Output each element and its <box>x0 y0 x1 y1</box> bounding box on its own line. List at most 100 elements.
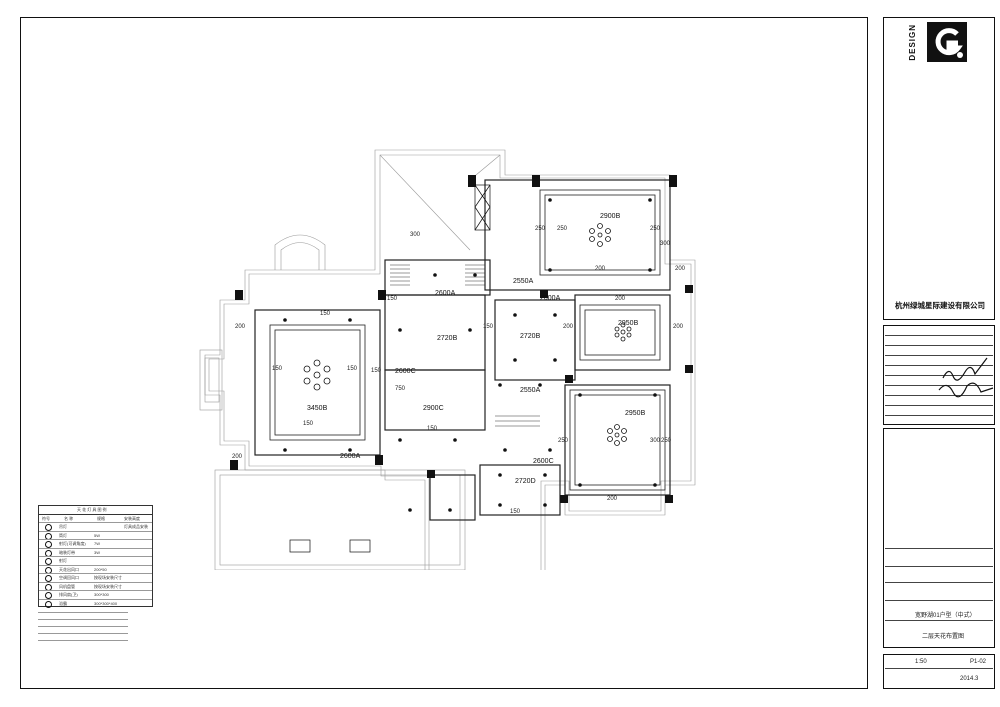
legend-cell: 300*300 <box>94 592 109 597</box>
room-height-label: 2600C <box>395 368 416 375</box>
legend-row-divider <box>39 547 152 549</box>
rule <box>885 668 993 669</box>
svg-text:200: 200 <box>563 324 574 330</box>
room-height-label: 2900B <box>600 213 621 220</box>
svg-text:150: 150 <box>371 368 382 374</box>
legend-cell: 按现场安装尺寸 <box>94 575 122 580</box>
svg-text:250: 250 <box>557 226 568 232</box>
legend-cell: 暗装灯带 <box>59 549 75 555</box>
legend-symbol-icon <box>45 600 52 608</box>
room-height-label: 2550A <box>520 387 541 394</box>
legend-row-divider <box>39 522 152 523</box>
signature-icon <box>938 357 994 398</box>
room-height-label: 2600A <box>435 290 456 297</box>
legend-header-symbol: 符号 <box>42 516 50 521</box>
drawing-date: 2014.3 <box>960 676 979 682</box>
legend-cell: 天花出风口 <box>59 566 79 572</box>
legend-row-divider <box>39 573 152 574</box>
rule <box>885 395 993 396</box>
room-height-label: 2720B <box>437 335 458 342</box>
svg-text:150: 150 <box>272 366 283 372</box>
title-block-scale-panel <box>883 654 995 689</box>
room-height-label: 2550A <box>513 278 534 285</box>
legend-row-divider <box>39 598 152 600</box>
company-name: 杭州绿城星际建设有限公司 <box>895 301 985 310</box>
svg-text:300: 300 <box>650 438 661 444</box>
legend-cell: 射灯(可调角度) <box>59 541 86 546</box>
project-name: 宽野湖01户型（中式） <box>915 613 976 619</box>
svg-text:150: 150 <box>347 366 358 372</box>
room-height-label: 2600A <box>340 453 361 460</box>
rule <box>885 415 993 416</box>
svg-text:250: 250 <box>661 438 672 444</box>
svg-text:150: 150 <box>427 426 438 432</box>
rule <box>885 365 993 366</box>
legend-row-divider <box>39 590 152 591</box>
drawing-name: 二层天花布置图 <box>922 634 965 640</box>
room-height-label: 3450B <box>307 405 328 412</box>
svg-text:200: 200 <box>607 496 618 502</box>
rule <box>885 566 993 567</box>
legend-cell: 按现场安装尺寸 <box>94 583 122 589</box>
room-height-label: 2950B <box>625 410 646 417</box>
legend-row-divider <box>39 530 152 532</box>
drawing-number: P1-02 <box>970 659 987 665</box>
legend-row-divider <box>39 564 152 566</box>
drawing-border <box>20 17 868 689</box>
legend-cell: 吊灯 <box>59 524 67 529</box>
room-height-label: 2600A <box>540 295 561 302</box>
svg-text:250: 250 <box>535 226 546 232</box>
legend-cell: 排风扇(卫) <box>59 592 78 597</box>
rule <box>885 345 993 346</box>
rule <box>885 335 993 336</box>
ceiling-floor-plan: 2900B 2950B 2950B 2720B 2720B 3450B 2600… <box>199 149 696 570</box>
legend-cell: 7W <box>94 541 100 546</box>
svg-text:250: 250 <box>558 438 569 444</box>
logo-g-icon <box>927 22 967 62</box>
legend-cell: 浴霸 <box>59 600 67 606</box>
svg-text:150: 150 <box>510 509 521 515</box>
legend-notes <box>38 609 128 641</box>
svg-text:200: 200 <box>615 296 626 302</box>
svg-text:250: 250 <box>650 226 661 232</box>
svg-text:200: 200 <box>235 324 246 330</box>
legend-cell: 射灯 <box>59 558 67 563</box>
svg-text:750: 750 <box>395 386 406 392</box>
rule <box>885 405 993 406</box>
rule <box>885 600 993 601</box>
rule <box>885 620 993 621</box>
rule <box>885 548 993 549</box>
legend-header-name: 名 称 <box>64 516 74 521</box>
svg-text:300: 300 <box>410 232 421 238</box>
legend-cell: 200*50 <box>94 566 107 572</box>
svg-text:150: 150 <box>387 296 398 302</box>
rule <box>885 582 993 583</box>
legend-title: 天 花 灯 具 图 例 <box>77 507 107 512</box>
room-height-label: 2720B <box>520 333 541 340</box>
legend-cell: 5W <box>94 532 100 538</box>
room-height-label: 2900C <box>423 405 444 412</box>
svg-text:200: 200 <box>675 266 686 272</box>
svg-text:150: 150 <box>483 324 494 330</box>
svg-text:150: 150 <box>303 421 314 427</box>
legend-cell: 风机盘管 <box>59 583 75 589</box>
legend-cell: 灯具成品安装 <box>124 524 148 529</box>
legend-row-divider <box>39 556 152 557</box>
svg-text:150: 150 <box>320 311 331 317</box>
scale-value: 1:50 <box>915 659 927 665</box>
svg-text:200: 200 <box>595 266 606 272</box>
svg-text:200: 200 <box>232 454 243 460</box>
legend-header-height: 安装高度 <box>124 516 140 521</box>
title-block-logo-panel <box>883 17 995 320</box>
rule <box>885 355 993 356</box>
legend-cell: 空调回风口 <box>59 575 79 580</box>
svg-text:200: 200 <box>673 324 684 330</box>
room-height-label: 2600C <box>533 458 554 465</box>
legend-header-spec: 规格 <box>97 516 105 521</box>
title-block-approval-panel <box>883 325 995 425</box>
logo-design-text: DESIGN <box>908 24 917 61</box>
legend-cell: 300*300*400 <box>94 600 118 606</box>
svg-text:300: 300 <box>660 241 671 247</box>
room-height-label: 2950B <box>618 320 639 327</box>
